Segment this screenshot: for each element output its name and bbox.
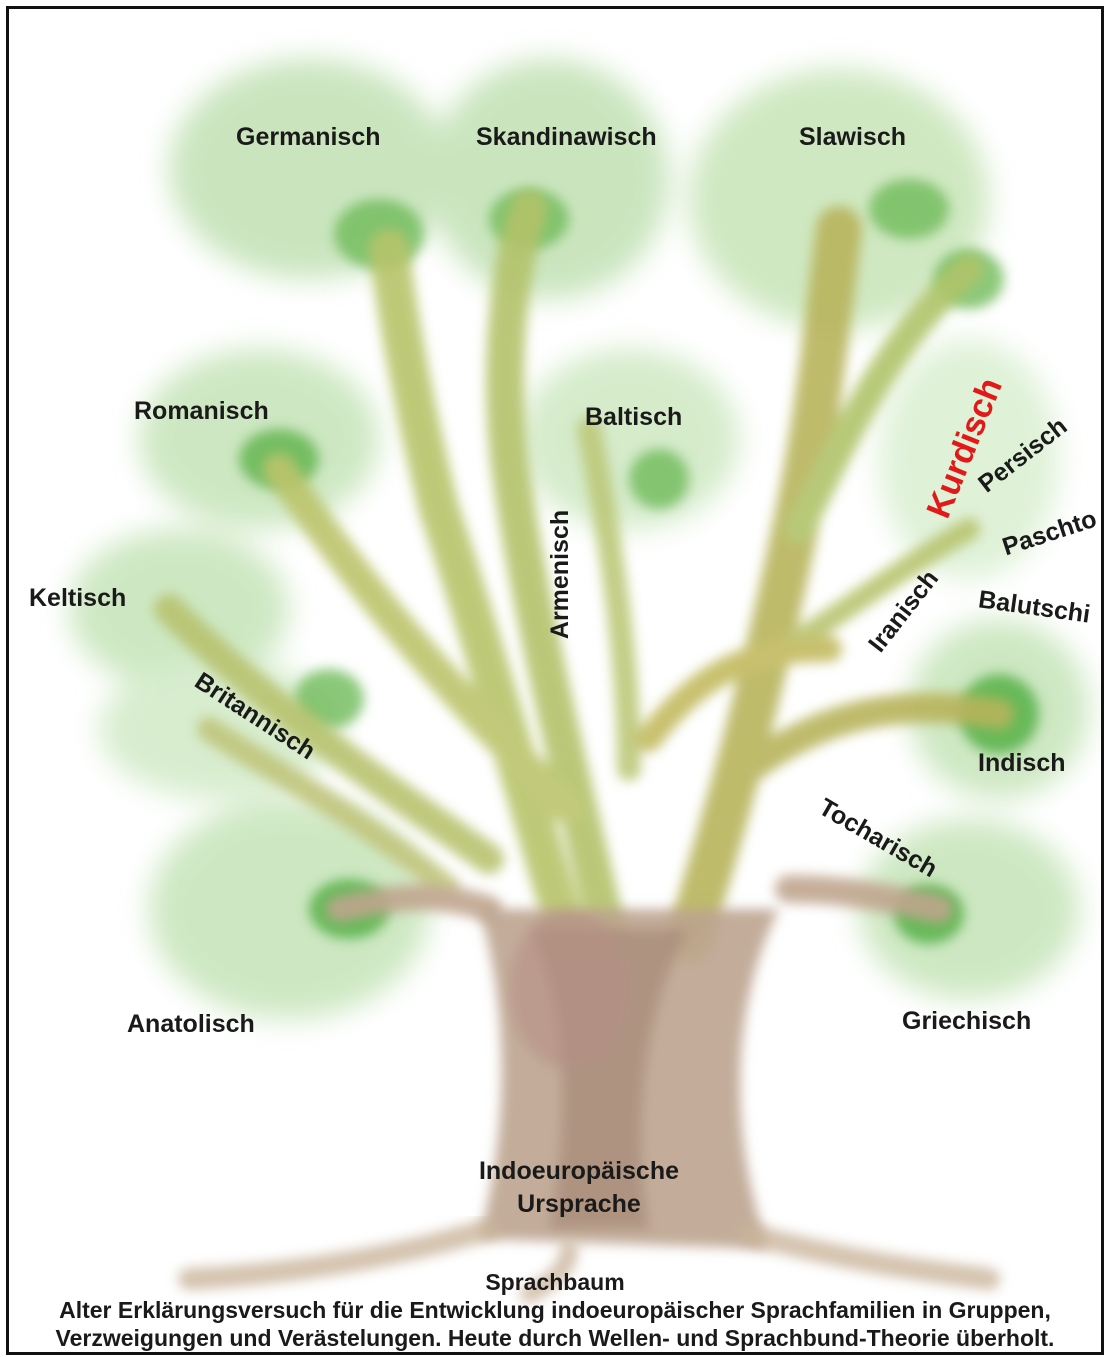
label-skandinawisch: Skandinawisch	[476, 125, 657, 150]
label-armenisch: Armenisch	[548, 510, 573, 639]
label-romanisch: Romanisch	[134, 399, 269, 424]
label-griechisch: Griechisch	[902, 1009, 1031, 1034]
figure-frame: Germanisch Skandinawisch Slawisch Romani…	[6, 6, 1104, 1355]
caption-title: Sprachbaum	[9, 1267, 1101, 1297]
label-germanisch: Germanisch	[236, 125, 381, 150]
caption-line1: Alter Erklärungsversuch für die Entwickl…	[9, 1295, 1101, 1325]
label-indisch: Indisch	[978, 751, 1066, 776]
label-root-line2: Ursprache	[429, 1192, 729, 1217]
tree-illustration	[9, 9, 1101, 1352]
label-slawisch: Slawisch	[799, 125, 906, 150]
label-keltisch: Keltisch	[29, 586, 126, 611]
label-baltisch: Baltisch	[585, 405, 682, 430]
caption-line2: Verzweigungen und Verästelungen. Heute d…	[9, 1323, 1101, 1353]
label-root-line1: Indoeuropäische	[429, 1159, 729, 1184]
label-anatolisch: Anatolisch	[127, 1012, 255, 1037]
